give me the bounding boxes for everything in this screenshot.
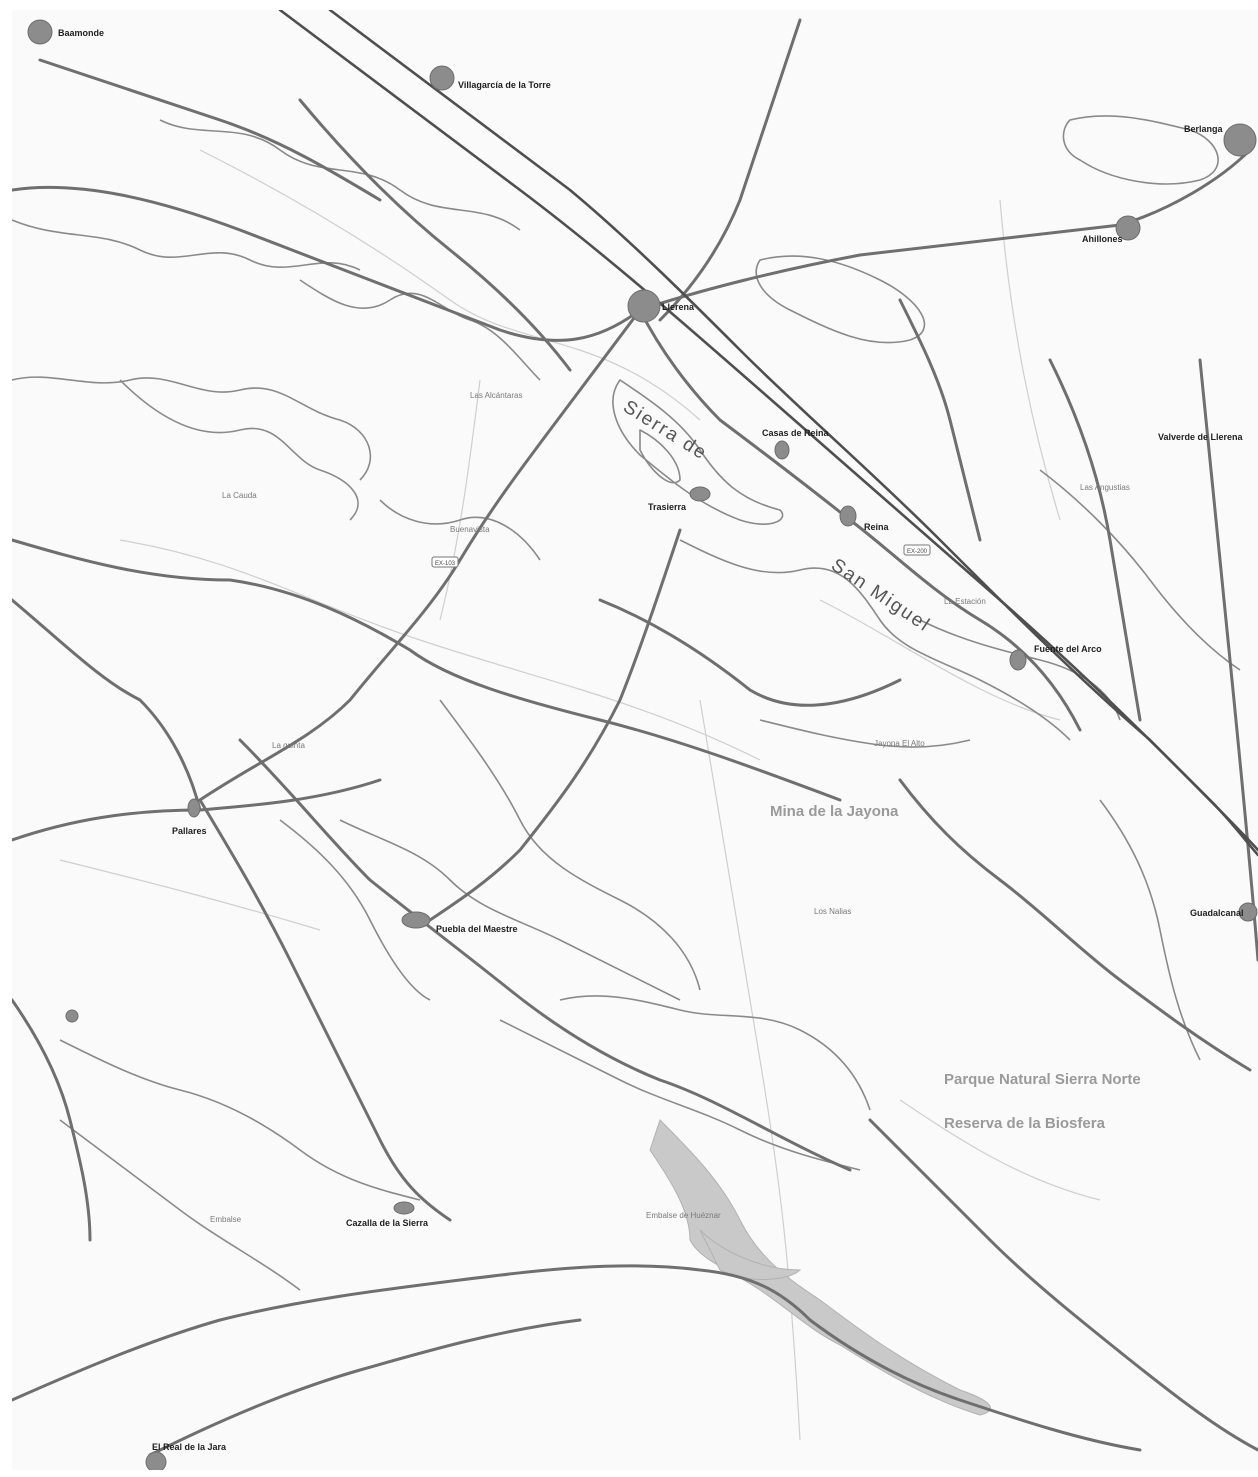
label-la-quinta: La quinta — [272, 741, 305, 750]
label-baamonde: Baamonde — [58, 28, 104, 38]
label-reserva-biosfera: Reserva de la Biosfera — [944, 1115, 1106, 1132]
label-villagarcia: Villagarcía de la Torre — [458, 80, 551, 90]
town-dot-villagarcia[interactable] — [429, 65, 455, 91]
label-casas-de-reina: Casas de Reina — [762, 428, 830, 438]
town-dot-reina[interactable] — [839, 505, 857, 527]
label-mina-de-la-jayona: Mina de la Jayona — [770, 803, 899, 820]
label-berlanga: Berlanga — [1184, 124, 1224, 134]
label-las-alcantaras: Las Alcántaras — [470, 391, 522, 400]
town-dot-llerena[interactable] — [627, 289, 661, 323]
town-labels: Baamonde Villagarcía de la Torre Berlang… — [58, 28, 1244, 1452]
town-dot-pallares[interactable] — [187, 798, 201, 818]
svg-text:EX-103: EX-103 — [435, 561, 456, 567]
town-dot-trasierra[interactable] — [689, 486, 711, 502]
town-dot-puebla[interactable] — [401, 911, 431, 929]
road-badge-ex103: EX-103 — [431, 556, 459, 568]
town-dot-fuente-arco[interactable] — [1009, 649, 1027, 671]
label-buenavista: Buenavista — [450, 525, 490, 534]
town-dot-small-west — [65, 1009, 79, 1023]
label-el-real-de-la-jara: El Real de la Jara — [152, 1442, 227, 1452]
label-la-estacion: La Estación — [944, 597, 986, 606]
road-network — [12, 18, 1258, 1457]
place-labels: Las Alcántaras La Cauda Buenavista La Es… — [210, 391, 1130, 1224]
area-labels: Mina de la Jayona Parque Natural Sierra … — [770, 803, 1141, 1132]
map-svg: EX-103 EX-200 Baamonde Villagarcía de la… — [12, 10, 1258, 1470]
label-llerena: Llerena — [662, 302, 695, 312]
road-badge-ex200: EX-200 — [903, 544, 931, 556]
label-los-nalias: Los Nalias — [814, 907, 851, 916]
label-puebla-del-maestre: Puebla del Maestre — [436, 924, 518, 934]
town-dot-guadalcanal[interactable] — [1238, 902, 1258, 922]
reservoir — [649, 1119, 991, 1416]
towns — [27, 19, 1258, 1470]
label-valverde: Valverde de Llerena — [1158, 432, 1244, 442]
label-guadalcanal: Guadalcanal — [1190, 908, 1244, 918]
town-dot-berlanga[interactable] — [1223, 123, 1257, 157]
label-la-cauda: La Cauda — [222, 491, 257, 500]
label-jayona-el-alto: Jayona El Alto — [874, 739, 925, 748]
label-parque-natural: Parque Natural Sierra Norte — [944, 1071, 1141, 1088]
label-las-angustias: Las Angustias — [1080, 483, 1130, 492]
label-fuente-del-arco: Fuente del Arco — [1034, 644, 1102, 654]
town-dot-cazalla[interactable] — [393, 1201, 415, 1215]
svg-text:EX-200: EX-200 — [907, 549, 928, 555]
label-reina: Reina — [864, 522, 890, 532]
town-dot-baamonde[interactable] — [27, 19, 53, 45]
map-canvas[interactable]: EX-103 EX-200 Baamonde Villagarcía de la… — [12, 10, 1258, 1470]
label-san-miguel: San Miguel — [827, 555, 934, 637]
contour-lines — [12, 115, 1241, 1291]
label-embalse: Embalse — [210, 1215, 242, 1224]
railway — [278, 10, 1258, 857]
town-dot-ahillones[interactable] — [1115, 215, 1141, 241]
label-pallares: Pallares — [172, 826, 207, 836]
label-cazalla: Cazalla de la Sierra — [346, 1218, 429, 1228]
minor-tracks — [59, 149, 1101, 1441]
label-sierra-de: Sierra de — [619, 396, 711, 464]
town-dot-casas[interactable] — [774, 440, 790, 460]
label-ahillones: Ahillones — [1082, 234, 1123, 244]
town-dot-el-real[interactable] — [145, 1451, 167, 1470]
label-trasierra: Trasierra — [648, 502, 687, 512]
label-embalse-huezna: Embalse de Huéznar — [646, 1211, 721, 1220]
